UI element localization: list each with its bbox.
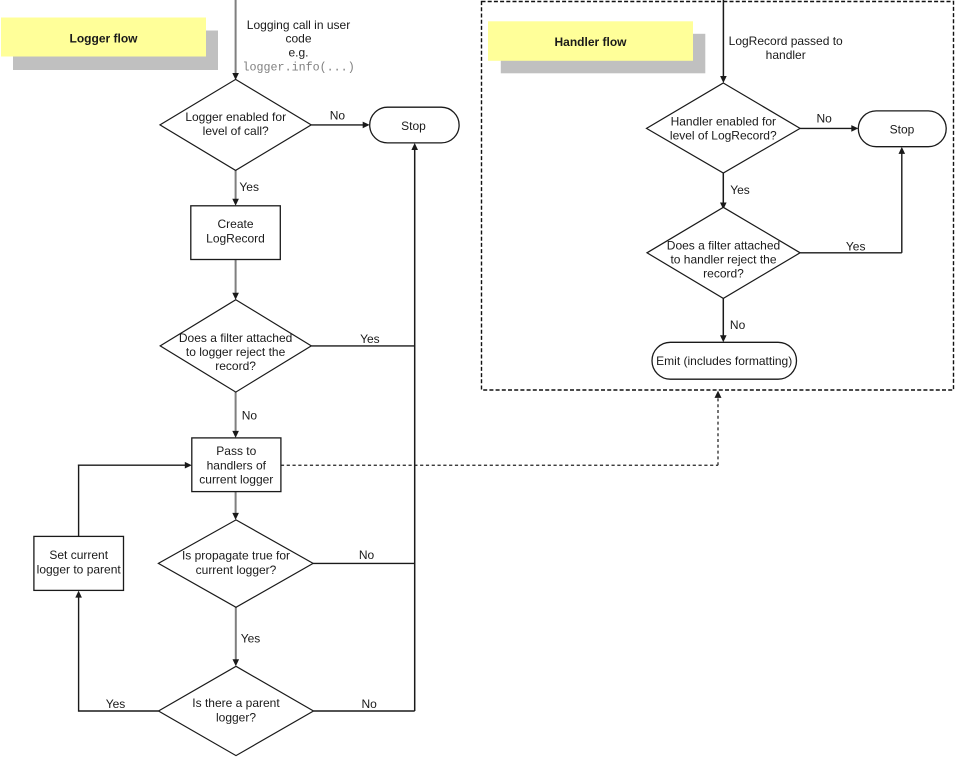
svg-text:Create: Create [217, 217, 253, 231]
svg-text:current logger: current logger [199, 473, 273, 487]
svg-text:Logger flow: Logger flow [70, 32, 139, 46]
svg-text:level of call?: level of call? [203, 124, 269, 138]
svg-text:Logging call in user: Logging call in user [247, 18, 350, 32]
svg-text:e.g.: e.g. [288, 46, 308, 60]
svg-text:level of LogRecord?: level of LogRecord? [670, 129, 777, 143]
svg-text:Is there a parent: Is there a parent [192, 696, 280, 710]
svg-text:Does a filter attached: Does a filter attached [667, 238, 780, 252]
svg-text:No: No [359, 548, 375, 562]
svg-text:Pass to: Pass to [216, 444, 256, 458]
svg-text:logger?: logger? [216, 710, 256, 724]
svg-text:Logger enabled for: Logger enabled for [185, 110, 286, 124]
svg-text:Stop: Stop [890, 122, 915, 136]
svg-text:Yes: Yes [106, 697, 126, 711]
svg-text:No: No [817, 112, 833, 126]
svg-text:to handler reject the: to handler reject the [670, 253, 776, 267]
svg-text:No: No [242, 408, 258, 422]
svg-text:Yes: Yes [241, 632, 261, 646]
svg-text:record?: record? [215, 359, 256, 373]
svg-text:Stop: Stop [401, 119, 426, 133]
svg-text:Handler enabled for: Handler enabled for [671, 114, 776, 128]
svg-text:Yes: Yes [360, 332, 380, 346]
svg-text:No: No [362, 697, 378, 711]
svg-text:code: code [285, 32, 311, 46]
svg-text:Handler flow: Handler flow [554, 35, 627, 49]
svg-text:handlers of: handlers of [207, 458, 267, 472]
svg-text:record?: record? [703, 267, 744, 281]
svg-text:Yes: Yes [846, 239, 866, 253]
svg-text:Yes: Yes [239, 180, 259, 194]
svg-text:LogRecord: LogRecord [206, 232, 265, 246]
svg-text:handler: handler [766, 48, 806, 62]
svg-text:logger.info(...): logger.info(...) [242, 60, 354, 74]
svg-text:LogRecord passed to: LogRecord passed to [729, 34, 843, 48]
svg-text:No: No [330, 108, 346, 122]
svg-text:Set current: Set current [49, 548, 108, 562]
svg-text:logger to parent: logger to parent [37, 563, 122, 577]
svg-text:Emit (includes formatting): Emit (includes formatting) [656, 354, 792, 368]
svg-text:Does a filter attached: Does a filter attached [179, 331, 292, 345]
svg-text:to logger reject the: to logger reject the [186, 345, 286, 359]
svg-text:Is propagate true for: Is propagate true for [182, 549, 290, 563]
svg-text:No: No [730, 318, 746, 332]
svg-text:Yes: Yes [730, 183, 750, 197]
svg-text:current logger?: current logger? [196, 563, 277, 577]
